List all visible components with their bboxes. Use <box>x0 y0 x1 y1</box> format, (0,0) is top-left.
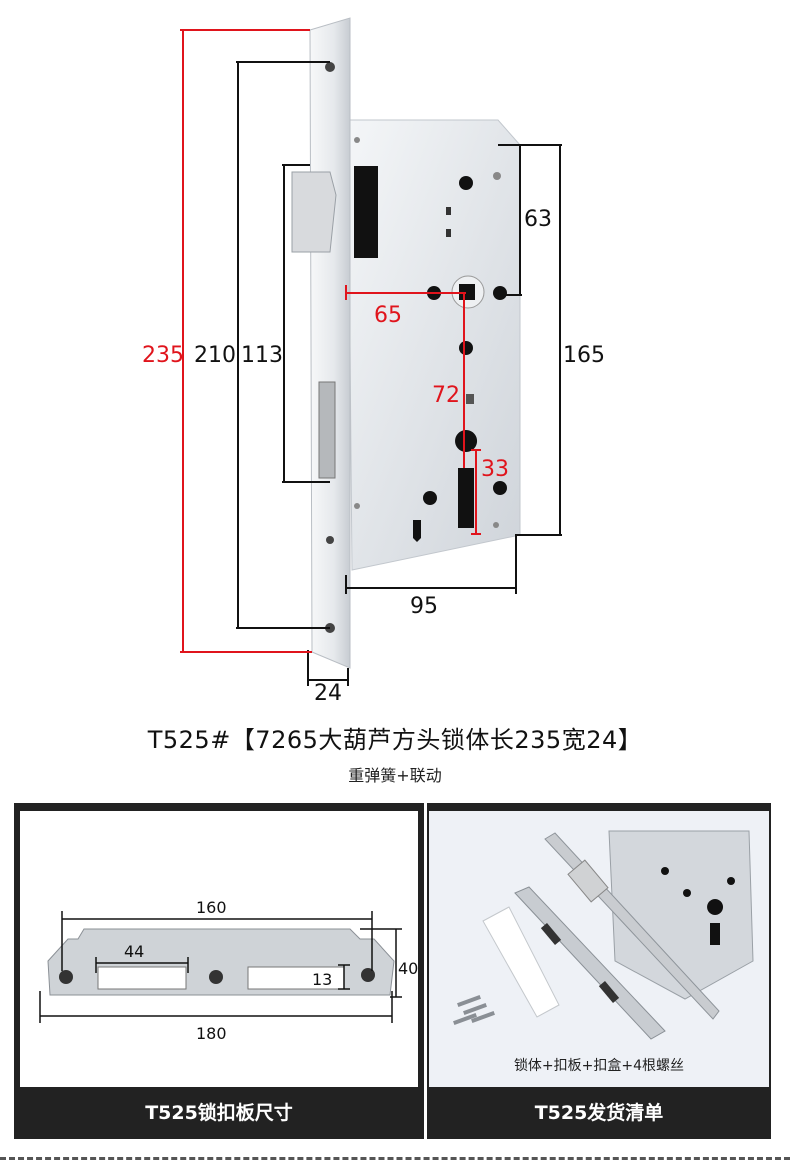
photo-lock-case <box>608 830 754 1000</box>
dim-body-width: 95 <box>410 594 438 619</box>
case-window <box>354 166 378 258</box>
strike-plate-panel: 160 44 13 40 180 T525锁扣板尺寸 <box>14 803 424 1139</box>
dim-total-length: 235 <box>142 343 184 368</box>
dim-body-height: 165 <box>563 343 605 368</box>
dim-screw-spacing: 210 <box>194 343 236 368</box>
package-caption: T525发货清单 <box>534 1102 664 1124</box>
faceplate <box>309 17 351 669</box>
dim-slot-height: 13 <box>312 970 332 989</box>
photo-screws <box>453 995 495 1025</box>
package-panel: 锁体+扣板+扣盒+4根螺丝 T525发货清单 <box>427 803 771 1139</box>
strike-plate-caption: T525锁扣板尺寸 <box>145 1102 293 1124</box>
strike-plate-diagram: 160 44 13 40 180 <box>39 898 418 1043</box>
product-title: T525#【7265大葫芦方头锁体长235宽24】 <box>147 726 643 754</box>
dim-cylinder-hole: 33 <box>481 457 509 482</box>
lock-body-diagram: 235 210 113 63 165 65 72 33 95 24 <box>142 17 605 706</box>
dim-handle-to-top: 63 <box>524 207 552 232</box>
dim-faceplate-width: 24 <box>314 681 342 706</box>
package-photo-caption: 锁体+扣板+扣盒+4根螺丝 <box>513 1058 685 1074</box>
dim-hole-spacing: 160 <box>196 898 227 917</box>
package-photo <box>453 830 754 1040</box>
cylinder-hole-icon <box>455 430 478 528</box>
product-subtitle: 重弹簧+联动 <box>348 766 442 785</box>
dim-plate-height: 40 <box>398 959 418 978</box>
faceplate-hole <box>326 536 334 544</box>
deadbolt-slot <box>318 381 336 479</box>
divider <box>0 1157 790 1160</box>
strike-slot-left <box>97 966 187 990</box>
dim-backset: 65 <box>374 303 402 328</box>
dim-center-distance: 72 <box>432 383 460 408</box>
highlight-dimension-lines <box>180 29 481 653</box>
dim-slot-width: 44 <box>124 942 144 961</box>
dimension-lines <box>236 61 562 686</box>
dim-plate-length: 180 <box>196 1024 227 1043</box>
latch-bolt-icon <box>291 171 337 253</box>
dim-latch-height: 113 <box>241 343 283 368</box>
faceplate-screw-hole-top <box>325 62 335 72</box>
photo-strike-box <box>482 906 560 1018</box>
